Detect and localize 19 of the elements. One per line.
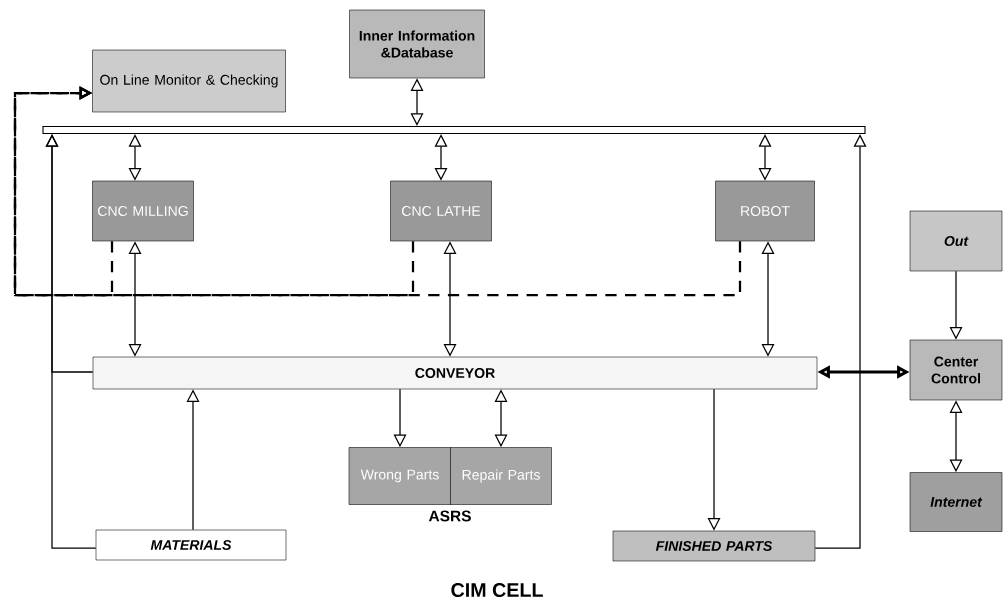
process-box: CNC MILLING [92, 180, 194, 242]
process-box: MATERIALS [95, 529, 287, 561]
process-box: CONVEYOR [92, 356, 818, 390]
process-box: Repair Parts [450, 447, 552, 505]
process-box: FINISHED PARTS [612, 530, 816, 562]
process-box: Wrong Parts [348, 447, 452, 505]
process-box: On Line Monitor & Checking [92, 49, 286, 113]
process-box: Out [909, 210, 1003, 272]
arrow [13, 86, 742, 297]
bus-bar [42, 125, 866, 135]
process-box: Center Control [909, 339, 1003, 401]
arrow [45, 134, 97, 549]
process-box: Inner Information &Database [349, 9, 485, 79]
arrow [814, 134, 867, 549]
label: ASRS [428, 510, 471, 522]
process-box: CNC LATHE [390, 180, 492, 242]
caption: CIM CELL [451, 583, 543, 597]
process-box: ROBOT [715, 180, 815, 242]
process-box: Internet [909, 472, 1003, 532]
